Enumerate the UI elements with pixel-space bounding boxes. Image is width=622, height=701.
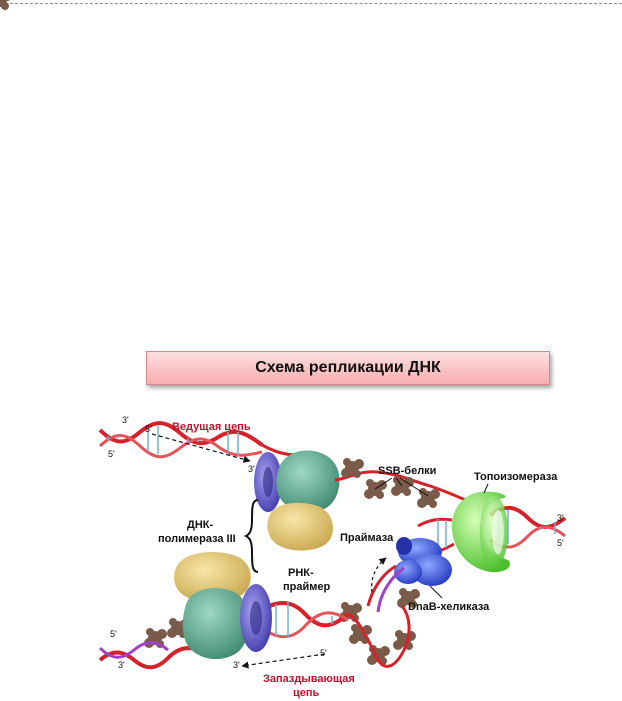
right-5prime-label: 5' — [557, 538, 564, 548]
topoisomerase-label: Топоизомераза — [474, 471, 558, 483]
upper-core — [276, 450, 339, 512]
leading-strand-label: Ведущая цепь — [172, 421, 251, 433]
lagging-3prime-inner-label: 3' — [233, 660, 240, 670]
leading-5prime-label: 5' — [108, 449, 115, 459]
lower-polymerase — [174, 552, 272, 659]
dnab-helicase — [394, 537, 452, 586]
lower-core — [183, 588, 250, 659]
upper-tau — [267, 503, 333, 551]
lagging-synthesis-arrow — [242, 654, 325, 666]
lagging-3prime-label: 3' — [118, 660, 125, 670]
polymerase-label-line2: полимераза III — [158, 533, 236, 545]
polymerase-label-line1: ДНК- — [187, 519, 213, 531]
lagging-5prime-inner-label: 5' — [320, 648, 327, 658]
helicase-pointer — [430, 586, 442, 598]
leading-3prime-inner-label: 3' — [248, 464, 255, 474]
lagging-strand-label-line2: цепь — [293, 687, 320, 699]
helicase-label: DnaB-хеликаза — [408, 601, 490, 613]
primase-label: Праймаза — [340, 532, 394, 544]
rna-primer-label-line1: РНК- — [288, 567, 314, 579]
ssb-label: SSB-белки — [378, 465, 436, 477]
lagging-5prime-label: 5' — [110, 629, 117, 639]
rna-primer-label-line2: праймер — [283, 581, 330, 593]
topoisomerase — [452, 492, 510, 572]
right-3prime-label: 3' — [557, 513, 564, 523]
leading-3prime-label: 3' — [122, 415, 129, 425]
upper-polymerase — [254, 450, 340, 550]
leading-5prime-inner-label: 5' — [145, 424, 152, 434]
lagging-strand-label-line1: Запаздывающая — [263, 673, 355, 685]
polymerase-bracket — [246, 500, 258, 572]
